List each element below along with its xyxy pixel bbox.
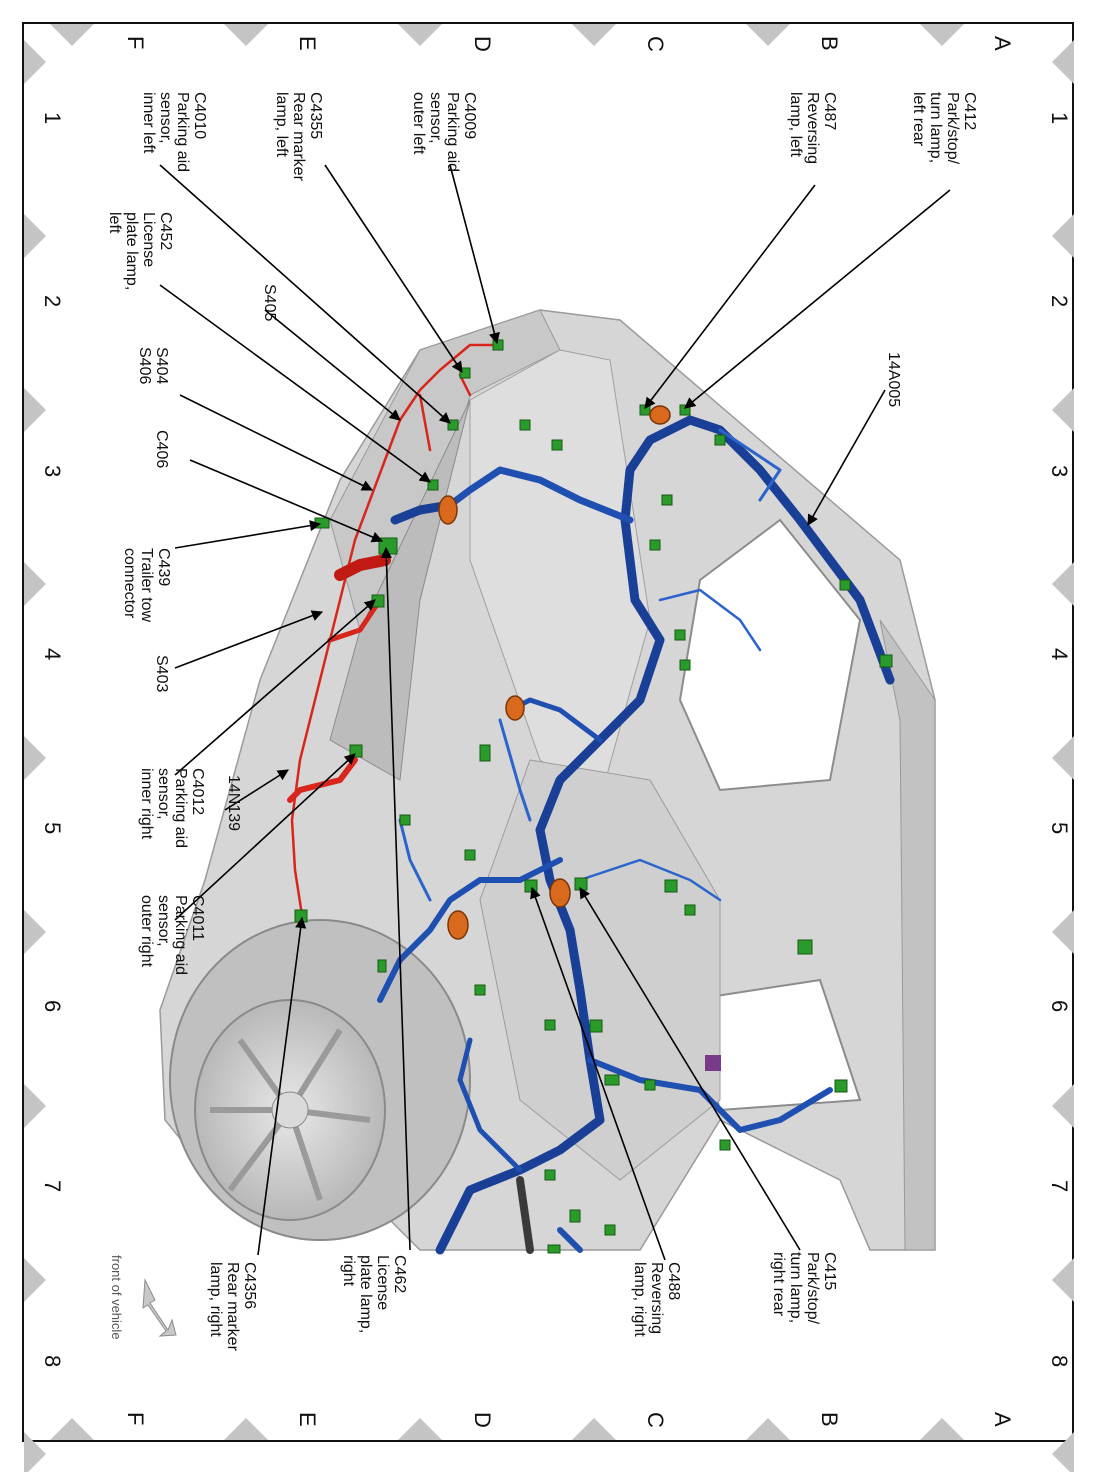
grid-col-2-top: 2: [1047, 295, 1072, 308]
grid-row-b-right: B: [817, 1412, 842, 1427]
callout-leader-lines: [159, 164, 951, 1261]
grid-col-1-bottom: 1: [40, 112, 65, 125]
connector-markers: [294, 339, 893, 1254]
grid-col-4-top: 4: [1047, 648, 1072, 661]
border-tick: [24, 1432, 46, 1472]
border-tick-marks: [24, 24, 1074, 1472]
grid-col-4-bottom: 4: [40, 648, 65, 661]
border-tick: [1052, 562, 1074, 606]
grid-row-e-right: E: [295, 1412, 320, 1427]
border-tick: [398, 24, 442, 46]
border-tick: [24, 562, 46, 606]
border-tick: [24, 40, 46, 84]
grid-row-f-right: F: [123, 1412, 148, 1426]
grid-row-a-left: A: [990, 36, 1015, 51]
label-14a005: 14A005: [885, 352, 902, 408]
border-tick: [1052, 736, 1074, 780]
grid-col-2-bottom: 2: [40, 295, 65, 308]
border-tick: [920, 24, 964, 46]
border-tick: [1052, 1084, 1074, 1128]
border-tick: [50, 1418, 94, 1440]
border-tick: [24, 214, 46, 258]
border-tick: [398, 1418, 442, 1440]
grid-row-b-left: B: [817, 36, 842, 51]
grid-col-1-top: 1: [1047, 112, 1072, 125]
border-tick: [24, 1084, 46, 1128]
grid-col-6-top: 6: [1047, 1000, 1072, 1013]
grid-col-6-bottom: 6: [40, 1000, 65, 1013]
label-s403: S403: [153, 655, 170, 693]
border-tick: [24, 736, 46, 780]
grid-row-d-left: D: [470, 36, 495, 52]
border-tick: [920, 1418, 964, 1440]
grid-row-f-left: F: [123, 36, 148, 50]
border-tick: [1052, 388, 1074, 432]
border-tick: [50, 24, 94, 46]
border-tick: [1052, 214, 1074, 258]
border-tick: [746, 1418, 790, 1440]
grid-col-5-bottom: 5: [40, 822, 65, 835]
grid-row-d-right: D: [470, 1412, 495, 1428]
border-tick: [1052, 910, 1074, 954]
grid-col-8-bottom: 8: [40, 1355, 65, 1368]
border-tick: [572, 1418, 616, 1440]
border-tick: [746, 24, 790, 46]
grid-row-e-left: E: [295, 36, 320, 51]
border-tick: [224, 1418, 268, 1440]
grid-col-5-top: 5: [1047, 822, 1072, 835]
border-tick: [1052, 40, 1074, 84]
grid-row-c-right: C: [643, 1412, 668, 1428]
grid-col-3-top: 3: [1047, 465, 1072, 478]
border-tick: [1052, 1258, 1074, 1302]
grid-col-7-bottom: 7: [40, 1180, 65, 1193]
vehicle-body: [159, 309, 936, 1251]
label-front-of-vehicle: front of vehicle: [109, 1255, 124, 1340]
grid-col-3-bottom: 3: [40, 465, 65, 478]
border-tick: [572, 24, 616, 46]
label-c406: C406: [153, 430, 170, 469]
diagram-frame: [22, 22, 1074, 1442]
grid-col-8-top: 8: [1047, 1355, 1072, 1368]
label-s405: S405: [261, 284, 278, 322]
grid-row-a-right: A: [990, 1412, 1015, 1427]
border-tick: [24, 1258, 46, 1302]
border-tick: [24, 910, 46, 954]
border-tick: [1052, 1432, 1074, 1472]
grid-row-c-left: C: [643, 36, 668, 52]
border-tick: [24, 388, 46, 432]
label-14n139: 14N139: [225, 775, 242, 832]
front-of-vehicle-arrow-icon: [142, 1278, 177, 1337]
border-tick: [224, 24, 268, 46]
grid-col-7-top: 7: [1047, 1180, 1072, 1193]
